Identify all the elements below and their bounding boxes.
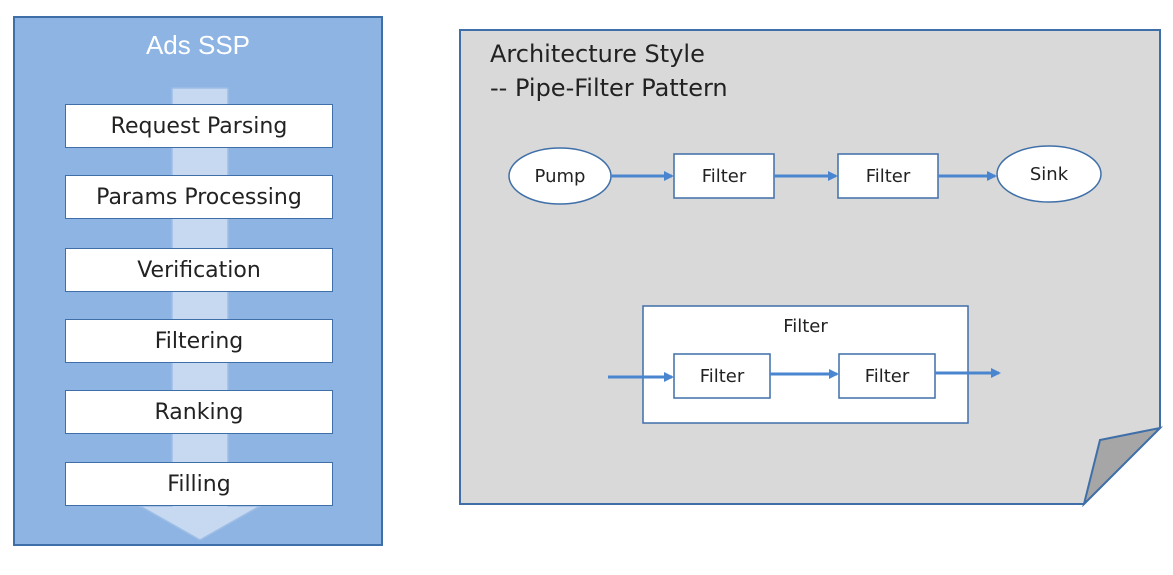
filter-1-label: Filter [701, 165, 747, 187]
stage-verification: Verification [65, 248, 333, 292]
architecture-title-line2: -- Pipe-Filter Pattern [490, 74, 728, 102]
ads-ssp-title: Ads SSP [145, 30, 251, 60]
stage-filling: Filling [65, 462, 333, 506]
filter-node-2 [837, 153, 939, 199]
stage-request-parsing: Request Parsing [65, 104, 333, 148]
inner-filter-2-label: Filter [864, 365, 910, 387]
ads-ssp-panel: Ads SSP Request Parsing Params Processin… [13, 16, 383, 546]
pump-label: Pump [534, 165, 586, 187]
stage-filtering: Filtering [65, 319, 333, 363]
stage-ranking: Ranking [65, 390, 333, 434]
note-fold-corner [1082, 426, 1164, 508]
pipeline-down-arrow [137, 87, 263, 541]
inner-filter-node-1 [673, 353, 771, 399]
inner-filter-1-label: Filter [699, 365, 745, 387]
filter-2-label: Filter [865, 165, 911, 187]
sink-label: Sink [1029, 163, 1069, 185]
sink-node [996, 145, 1102, 203]
composite-filter-label: Filter [783, 315, 828, 337]
architecture-title-line1: Architecture Style [490, 40, 705, 68]
stage-params-processing: Params Processing [65, 175, 333, 219]
inner-filter-node-2 [838, 353, 936, 399]
